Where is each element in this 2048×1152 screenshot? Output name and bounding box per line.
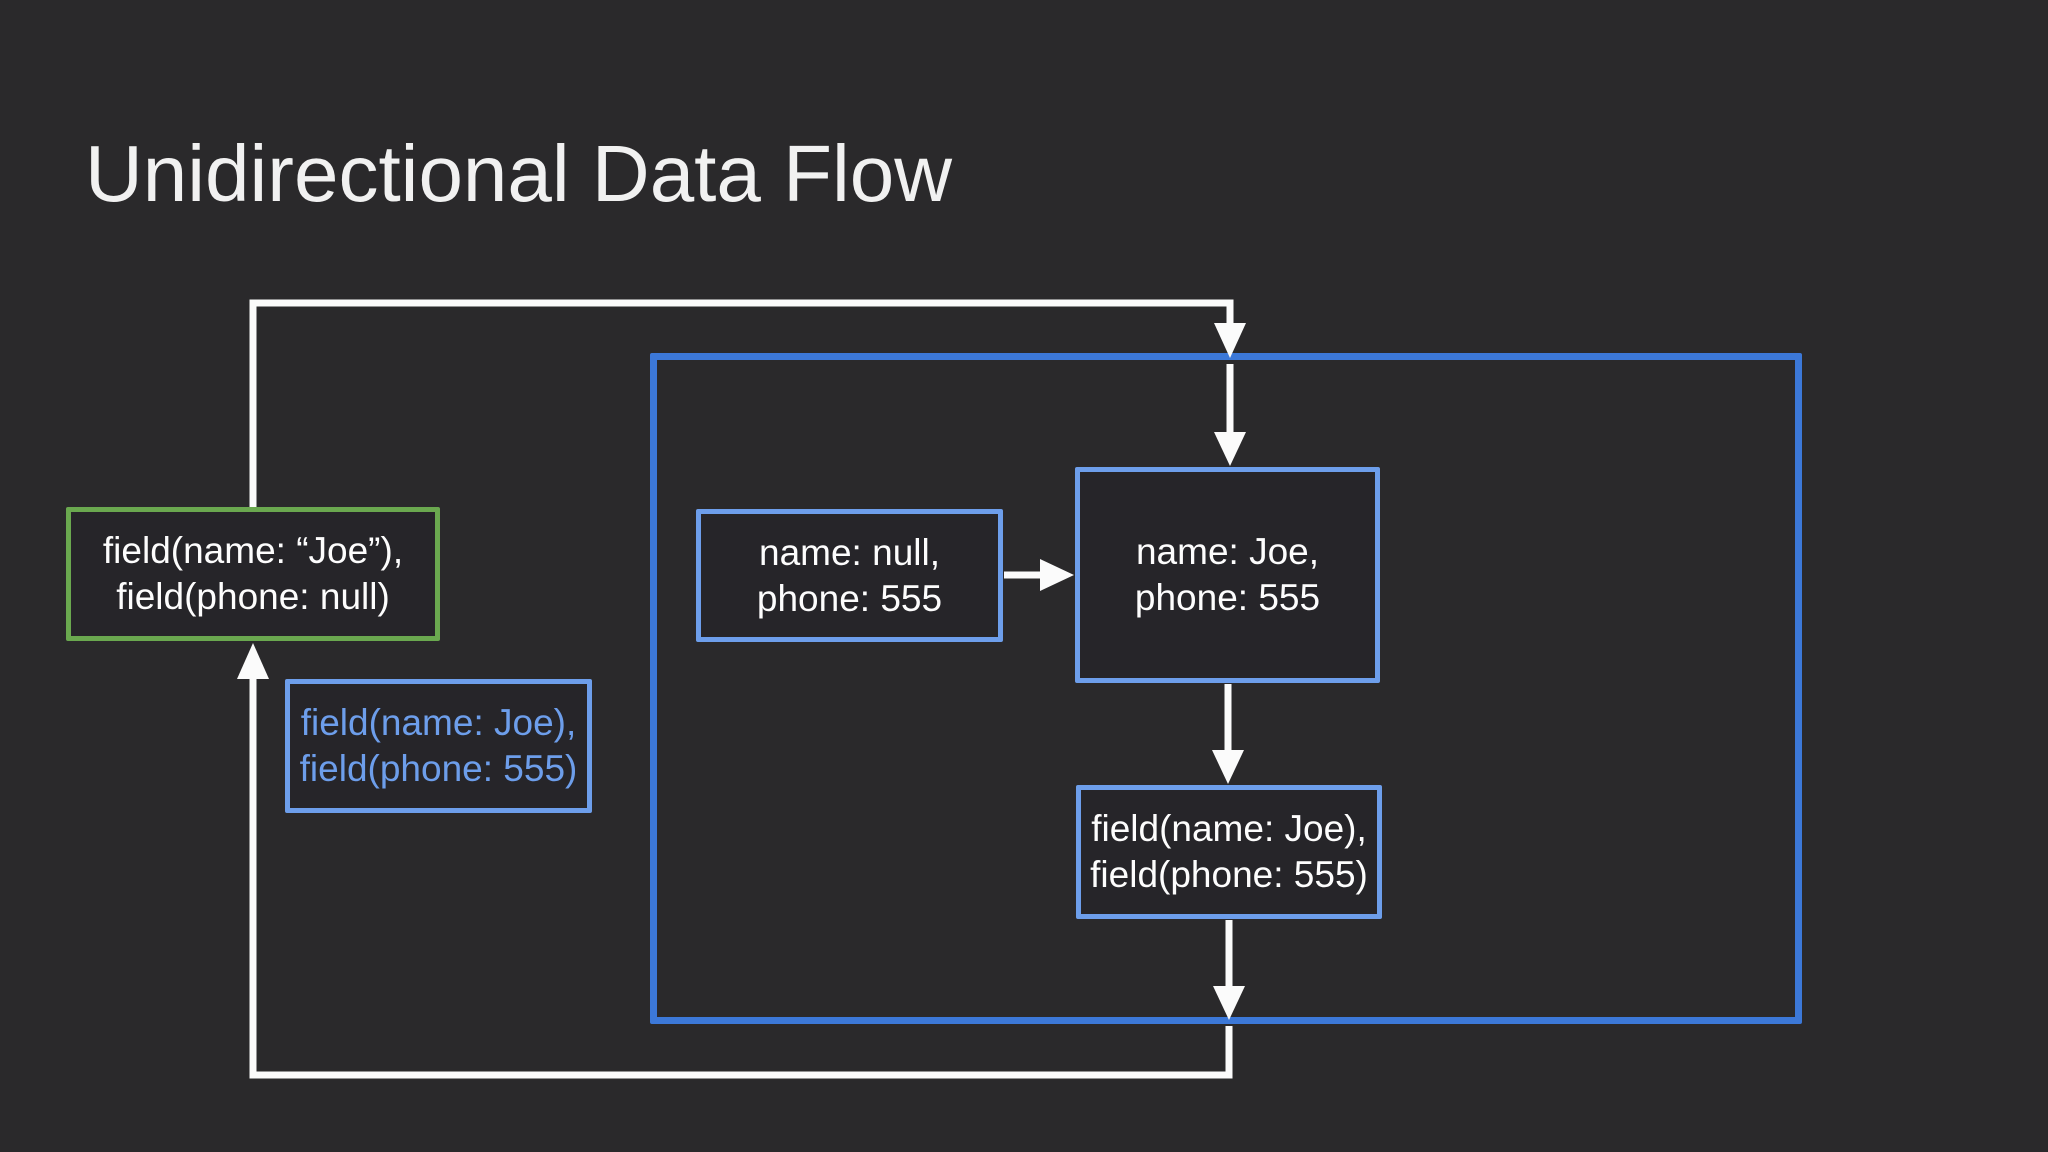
initial-fields-line1: field(name: “Joe”),: [102, 530, 404, 571]
state-after-box: name: Joe, phone: 555: [1075, 467, 1380, 683]
state-before-line1: name: null,: [759, 531, 940, 573]
rendered-fields-box: field(name: Joe), field(phone: 555): [1076, 785, 1382, 919]
rendered-fields-line1: field(name: Joe),: [1091, 808, 1367, 849]
updated-fields-label-box: field(name: Joe), field(phone: 555): [285, 679, 592, 813]
initial-fields-line2: field(phone: null): [116, 576, 390, 617]
state-before-line2: phone: 555: [756, 577, 943, 619]
slide-title: Unidirectional Data Flow: [85, 129, 953, 218]
component-boundary-rect: [650, 353, 1802, 1024]
rendered-fields-line2: field(phone: 555): [1090, 854, 1368, 895]
updated-fields-line1: field(name: Joe),: [300, 702, 577, 743]
state-before-box: name: null, phone: 555: [696, 509, 1003, 642]
updated-fields-line2: field(phone: 555): [299, 748, 578, 789]
state-after-line2: phone: 555: [1134, 577, 1321, 618]
initial-fields-box: field(name: “Joe”), field(phone: null): [66, 507, 440, 641]
state-after-line1: name: Joe,: [1135, 531, 1320, 572]
